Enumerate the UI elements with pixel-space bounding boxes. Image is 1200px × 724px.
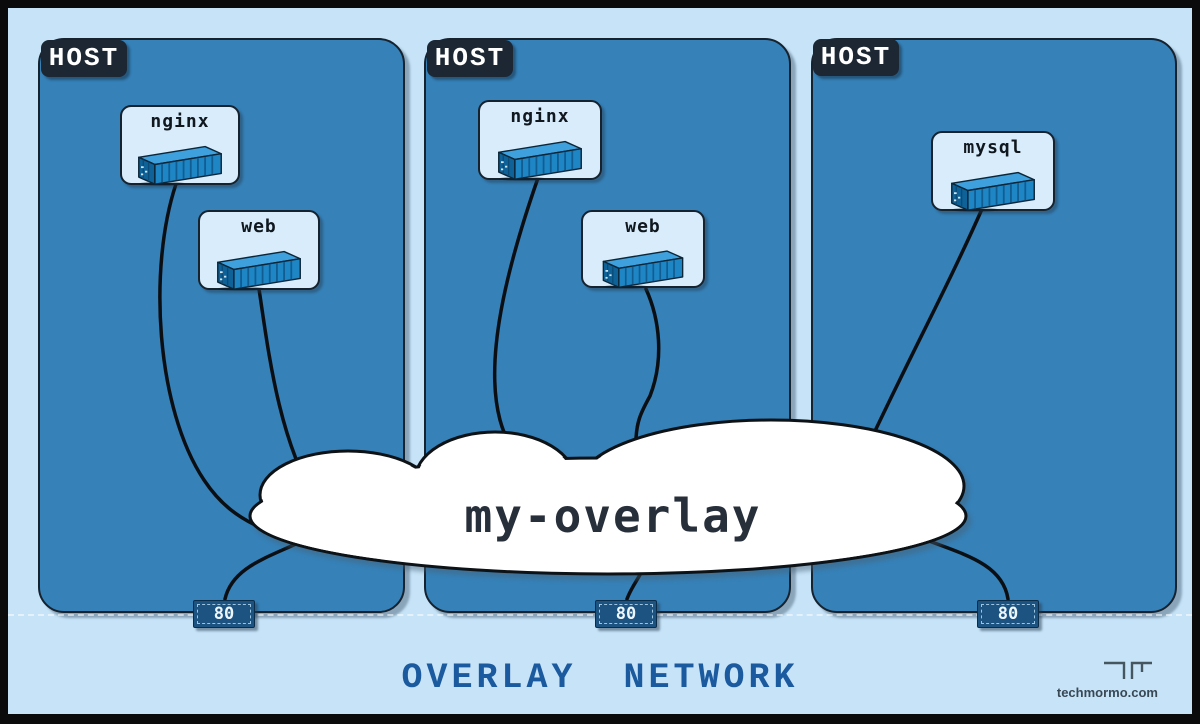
watermark-text: techmormo.com — [1056, 685, 1158, 700]
shipping-container-icon — [602, 250, 684, 289]
host1-port-badge: 80 — [193, 600, 255, 628]
container-host1-web: web — [198, 210, 320, 291]
port-number: 80 — [197, 604, 251, 624]
shipping-container-icon — [950, 171, 1036, 212]
host3-label-badge: HOST — [813, 39, 899, 76]
watermark: techmormo.com — [1057, 660, 1158, 700]
host2-label-badge: HOST — [427, 40, 513, 77]
container-host1-nginx: nginx — [120, 105, 240, 186]
diagram-title: OVERLAY NETWORK — [401, 658, 799, 698]
shipping-container-icon — [137, 145, 223, 186]
overlay-network-name: my-overlay — [464, 489, 762, 543]
host2-port-badge: 80 — [595, 600, 657, 628]
techmormo-logo-icon — [1104, 661, 1152, 679]
port-number: 80 — [599, 604, 653, 624]
container-host3-mysql: mysql — [931, 131, 1055, 212]
container-host2-web: web — [581, 210, 705, 289]
shipping-container-icon — [497, 140, 583, 181]
container-name: web — [625, 216, 661, 237]
container-name: nginx — [150, 111, 210, 132]
container-name: nginx — [510, 106, 570, 127]
host3-port-badge: 80 — [977, 600, 1039, 628]
container-name: mysql — [963, 137, 1023, 158]
port-number: 80 — [981, 604, 1035, 624]
container-host2-nginx: nginx — [478, 100, 602, 181]
shipping-container-icon — [216, 250, 302, 291]
container-name: web — [241, 216, 277, 237]
host-panel-3 — [811, 38, 1177, 613]
host1-label-badge: HOST — [41, 40, 127, 77]
